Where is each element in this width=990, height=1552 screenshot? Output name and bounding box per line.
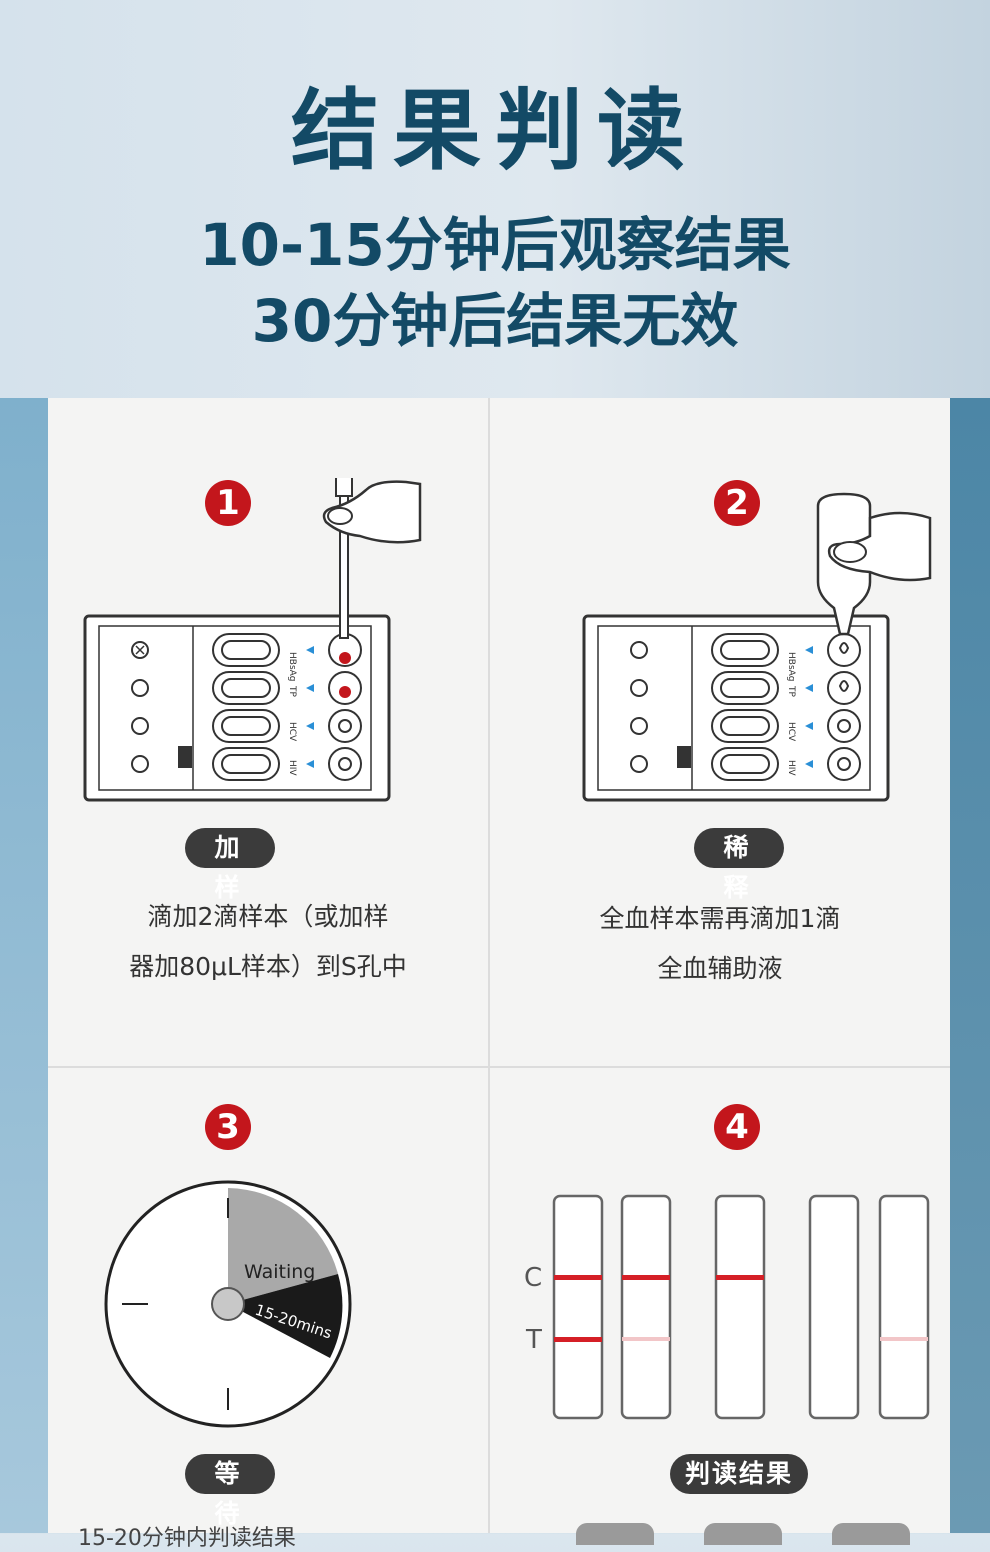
svg-text:HIV: HIV xyxy=(786,760,796,776)
step-1-description-line-1: 滴加2滴样本（或加样 xyxy=(147,902,389,931)
svg-text:HCV: HCV xyxy=(287,722,297,742)
test-line-label: T xyxy=(525,1325,542,1355)
step-1-cell: 1 HBsAg TP HCV xyxy=(48,398,488,1066)
step-3-description: 15-20分钟内判读结果 xyxy=(78,1526,296,1551)
step-3-number: 3 xyxy=(205,1104,251,1150)
control-line-label: C xyxy=(524,1263,542,1293)
hero-banner: 结果判读 10-15分钟后观察结果 30分钟后结果无效 xyxy=(0,0,990,398)
result-tag-2 xyxy=(704,1523,782,1545)
step-4-cell: 4 C T 判读结果 xyxy=(490,1068,950,1545)
step-4-label: 判读结果 xyxy=(670,1454,808,1494)
waiting-label: Waiting xyxy=(244,1261,315,1283)
step-2-label: 稀 释 xyxy=(694,828,784,902)
svg-text:HBsAg: HBsAg xyxy=(287,652,297,682)
step-1-label: 加 样 xyxy=(185,828,275,902)
divider-vertical xyxy=(488,398,490,1533)
page-title: 结果判读 xyxy=(290,79,699,182)
svg-text:TP: TP xyxy=(287,685,297,697)
step-4-number: 4 xyxy=(714,1104,760,1150)
step-3-label: 等 待 xyxy=(185,1454,275,1528)
step-3-cell: 3 Waiting 15-20mins 等 待 15-20分钟内判读结果 xyxy=(48,1068,488,1551)
instruction-card: 1 HBsAg TP HCV xyxy=(48,398,950,1551)
svg-text:HIV: HIV xyxy=(287,760,297,776)
timer-clock-illustration: Waiting 15-20mins xyxy=(104,1180,352,1428)
step-2-cell: 2 HBsAg TP HCV HIV xyxy=(490,398,950,1066)
divider-horizontal xyxy=(48,1066,950,1068)
add-sample-illustration: HBsAg TP HCV HIV xyxy=(83,478,422,802)
subtitle-invalid-time: 30分钟后结果无效 xyxy=(251,287,739,355)
svg-text:TP: TP xyxy=(786,685,796,697)
svg-text:HCV: HCV xyxy=(786,722,796,742)
step-2-description-line-2: 全血辅助液 xyxy=(657,954,783,983)
result-tag-3 xyxy=(832,1523,910,1545)
background-right xyxy=(950,398,990,1533)
step-2-number: 2 xyxy=(714,480,760,526)
step-2-description-line-1: 全血样本需再滴加1滴 xyxy=(599,904,841,933)
svg-text:HBsAg: HBsAg xyxy=(786,652,796,682)
step-1-description-line-2: 器加80μL样本）到S孔中 xyxy=(129,952,407,981)
subtitle-observe-time: 10-15分钟后观察结果 xyxy=(199,211,791,279)
step-1-number: 1 xyxy=(205,480,251,526)
dilution-illustration: HBsAg TP HCV HIV xyxy=(582,492,932,802)
result-strips-illustration: C T xyxy=(524,1194,930,1420)
result-tag-1 xyxy=(576,1523,654,1545)
background-left xyxy=(0,398,48,1533)
